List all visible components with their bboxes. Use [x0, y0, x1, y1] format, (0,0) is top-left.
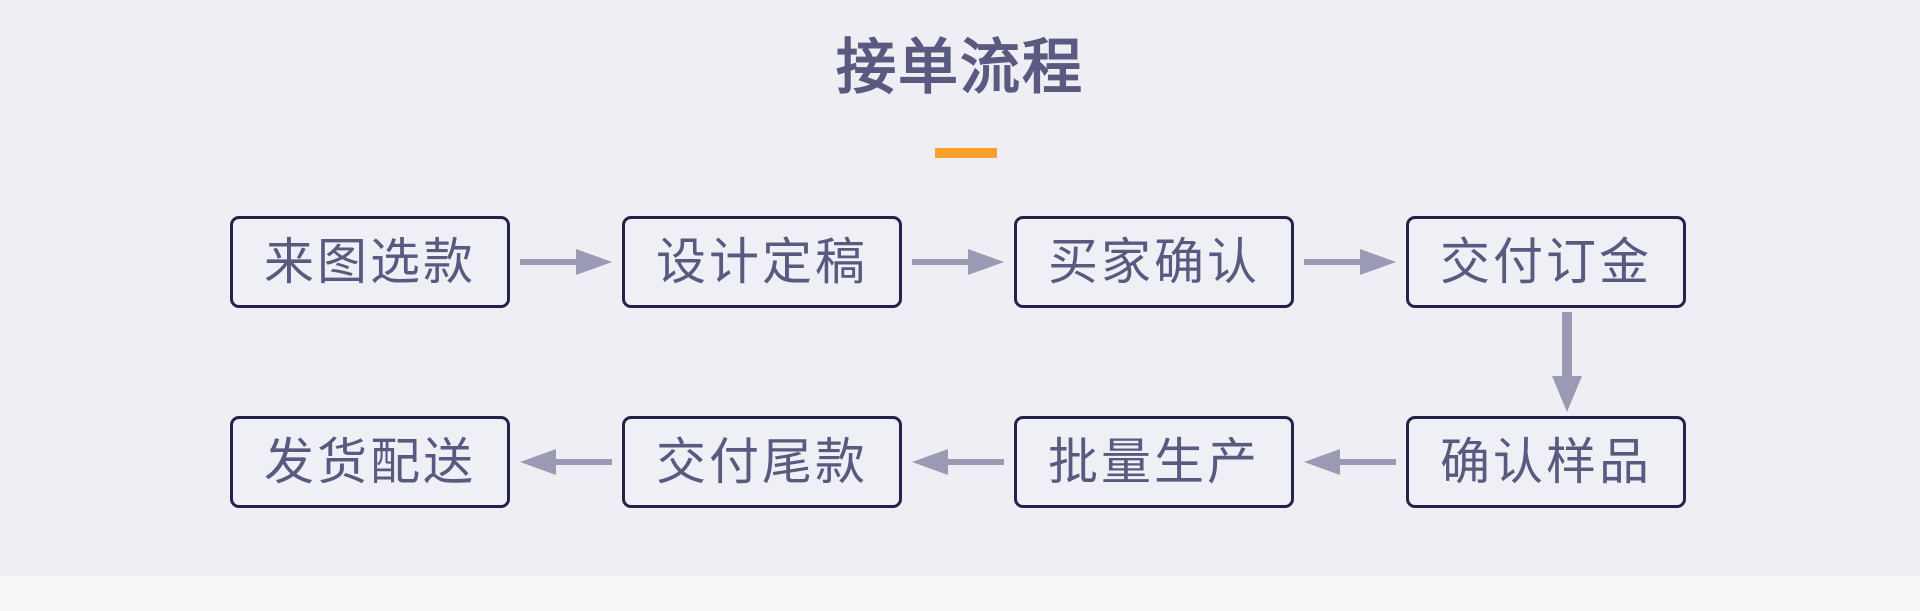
flow-node-label: 确认样品 [1440, 434, 1652, 490]
flow-node-label: 批量生产 [1048, 434, 1260, 490]
flow-node-2[interactable]: 设计定稿 [622, 216, 902, 308]
flow-node-8[interactable]: 发货配送 [230, 416, 510, 508]
page-title: 接单流程 [836, 35, 1084, 101]
flow-node-label: 发货配送 [264, 434, 476, 490]
flow-node-6[interactable]: 批量生产 [1014, 416, 1294, 508]
arrow-left-icon [510, 416, 622, 508]
arrow-right-icon [902, 216, 1014, 308]
flow-row-top: 来图选款 设计定稿 买家确认 交付订金 [230, 216, 1686, 308]
flow-row-bottom: 发货配送 交付尾款 批量生产 确认样品 [230, 416, 1686, 508]
footer-strip [0, 576, 1920, 611]
flow-node-5[interactable]: 确认样品 [1406, 416, 1686, 508]
arrow-right-icon [510, 216, 622, 308]
flow-node-1[interactable]: 来图选款 [230, 216, 510, 308]
flow-node-label: 交付尾款 [656, 434, 868, 490]
flow-node-label: 交付订金 [1440, 234, 1652, 290]
flow-node-4[interactable]: 交付订金 [1406, 216, 1686, 308]
flow-node-label: 设计定稿 [656, 234, 868, 290]
title-accent-rule [935, 148, 997, 158]
arrow-right-icon [1294, 216, 1406, 308]
arrow-left-icon [1294, 416, 1406, 508]
flow-node-label: 买家确认 [1048, 234, 1260, 290]
arrow-left-icon [902, 416, 1014, 508]
flow-node-label: 来图选款 [264, 234, 476, 290]
title-block: 接单流程 [0, 30, 1920, 106]
flow-node-3[interactable]: 买家确认 [1014, 216, 1294, 308]
flow-node-7[interactable]: 交付尾款 [622, 416, 902, 508]
arrow-down-icon [1541, 310, 1593, 414]
